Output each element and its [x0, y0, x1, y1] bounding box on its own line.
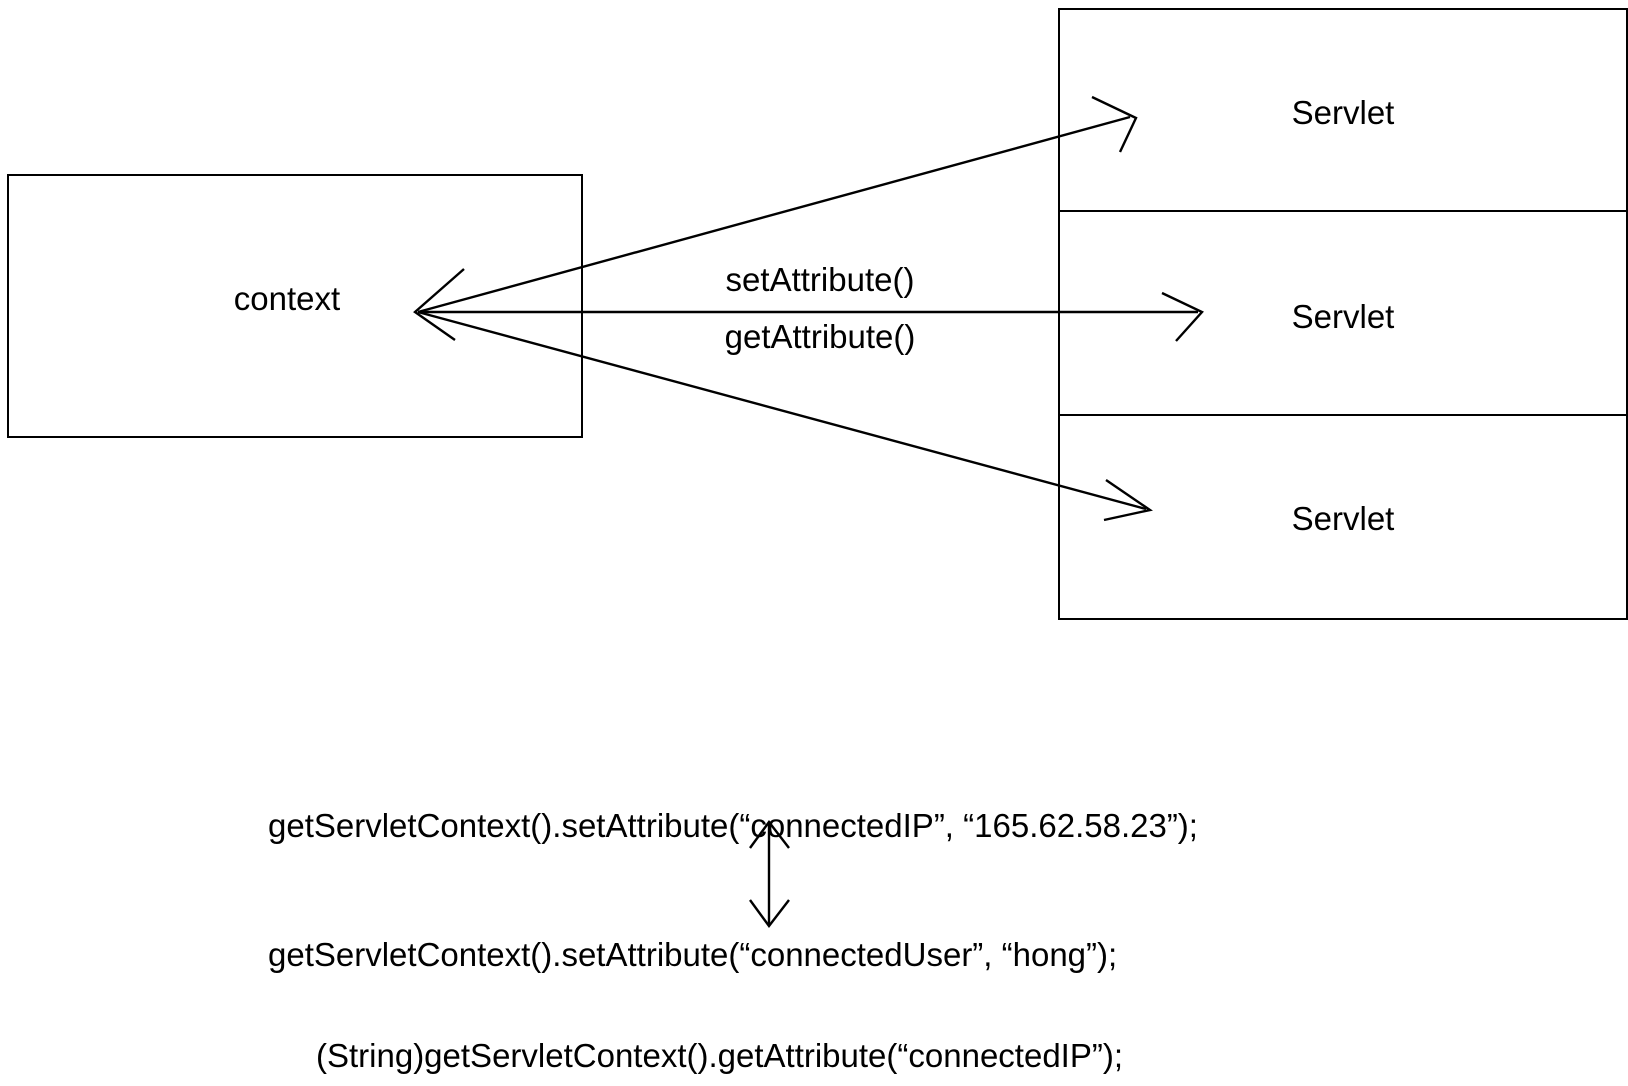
servlet-label-2: Servlet: [1291, 298, 1395, 335]
context-label: context: [233, 280, 341, 317]
code-line-set-2: getServletContext().setAttribute(“connec…: [268, 936, 1118, 973]
servlet-divider-2: [1060, 414, 1626, 416]
get-attribute-label: getAttribute(): [724, 318, 916, 355]
code-block-set: getServletContext().setAttribute(“connec…: [268, 718, 1198, 1062]
servlet-container-box: Servlet Servlet Servlet: [1058, 8, 1628, 620]
code-line-set-1: getServletContext().setAttribute(“connec…: [268, 807, 1198, 844]
code-block-get: (String)getServletContext().getAttribute…: [316, 948, 1162, 1086]
servlet-label-3: Servlet: [1291, 500, 1395, 537]
set-attribute-label: setAttribute(): [725, 261, 915, 298]
code-line-get-1: (String)getServletContext().getAttribute…: [316, 1037, 1124, 1074]
servlet-divider-1: [1060, 210, 1626, 212]
servlet-label-1: Servlet: [1291, 94, 1395, 131]
